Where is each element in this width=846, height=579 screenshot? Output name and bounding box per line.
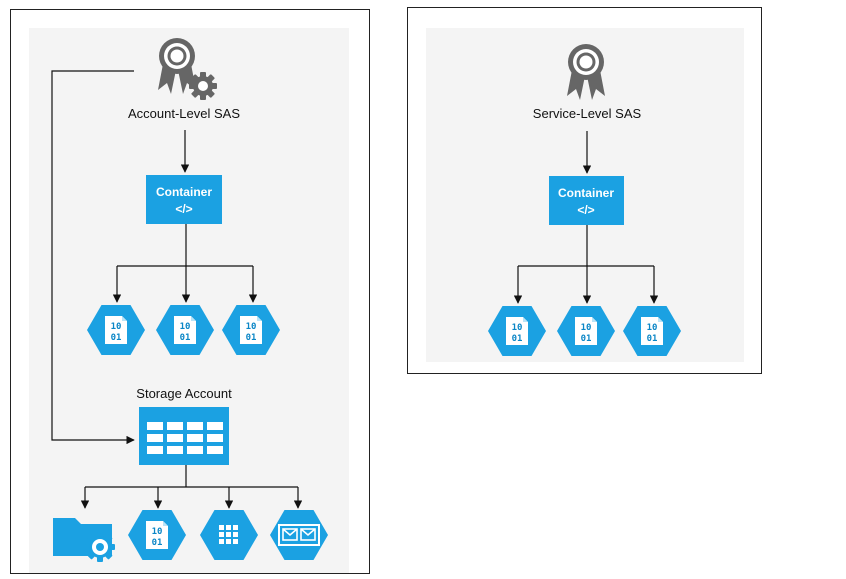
left-container-box: Container </> [146, 175, 222, 224]
sas-to-storage-arrow [51, 70, 135, 445]
service-level-panel: Service-Level SAS Container </> 10 01 10… [407, 7, 762, 374]
left-blob-3: 10 01 [222, 305, 280, 355]
right-container-title: Container [558, 186, 614, 200]
right-container-box: Container </> [549, 176, 624, 225]
right-container-branch [513, 225, 659, 304]
blob-text-bottom: 01 [581, 334, 592, 344]
blob-text-top: 10 [647, 323, 658, 333]
account-sas-label: Account-Level SAS [128, 106, 240, 121]
right-blob-2: 10 01 [557, 306, 615, 356]
file-share-folder-icon [53, 518, 115, 562]
blob-text-bottom: 01 [246, 333, 257, 343]
blob-text-top: 10 [180, 322, 191, 332]
blob-text-top: 10 [152, 527, 163, 537]
left-container-title: Container [156, 185, 212, 199]
blob-text-bottom: 01 [152, 538, 163, 548]
left-blob-1: 10 01 [87, 305, 145, 355]
blob-text-top: 10 [246, 322, 257, 332]
blob-text-top: 10 [111, 322, 122, 332]
blob-text-bottom: 01 [111, 333, 122, 343]
right-blob-3: 10 01 [623, 306, 681, 356]
blob-text-bottom: 01 [647, 334, 658, 344]
storage-account-branch [80, 465, 303, 509]
right-container-code: </> [577, 203, 594, 217]
left-container-code: </> [175, 202, 192, 216]
account-level-panel: Account-Level SAS Container </> 10 01 10… [10, 9, 370, 574]
blob-text-bottom: 01 [512, 334, 523, 344]
blob-text-bottom: 01 [180, 333, 191, 343]
blob-storage-icon: 10 01 [128, 510, 186, 560]
storage-account-label: Storage Account [136, 386, 232, 401]
blob-text-top: 10 [581, 323, 592, 333]
left-container-branch [112, 224, 258, 303]
blob-text-top: 10 [512, 323, 523, 333]
service-sas-label: Service-Level SAS [533, 106, 642, 121]
right-blob-1: 10 01 [488, 306, 546, 356]
storage-account-table-icon [139, 407, 229, 465]
left-blob-2: 10 01 [156, 305, 214, 355]
